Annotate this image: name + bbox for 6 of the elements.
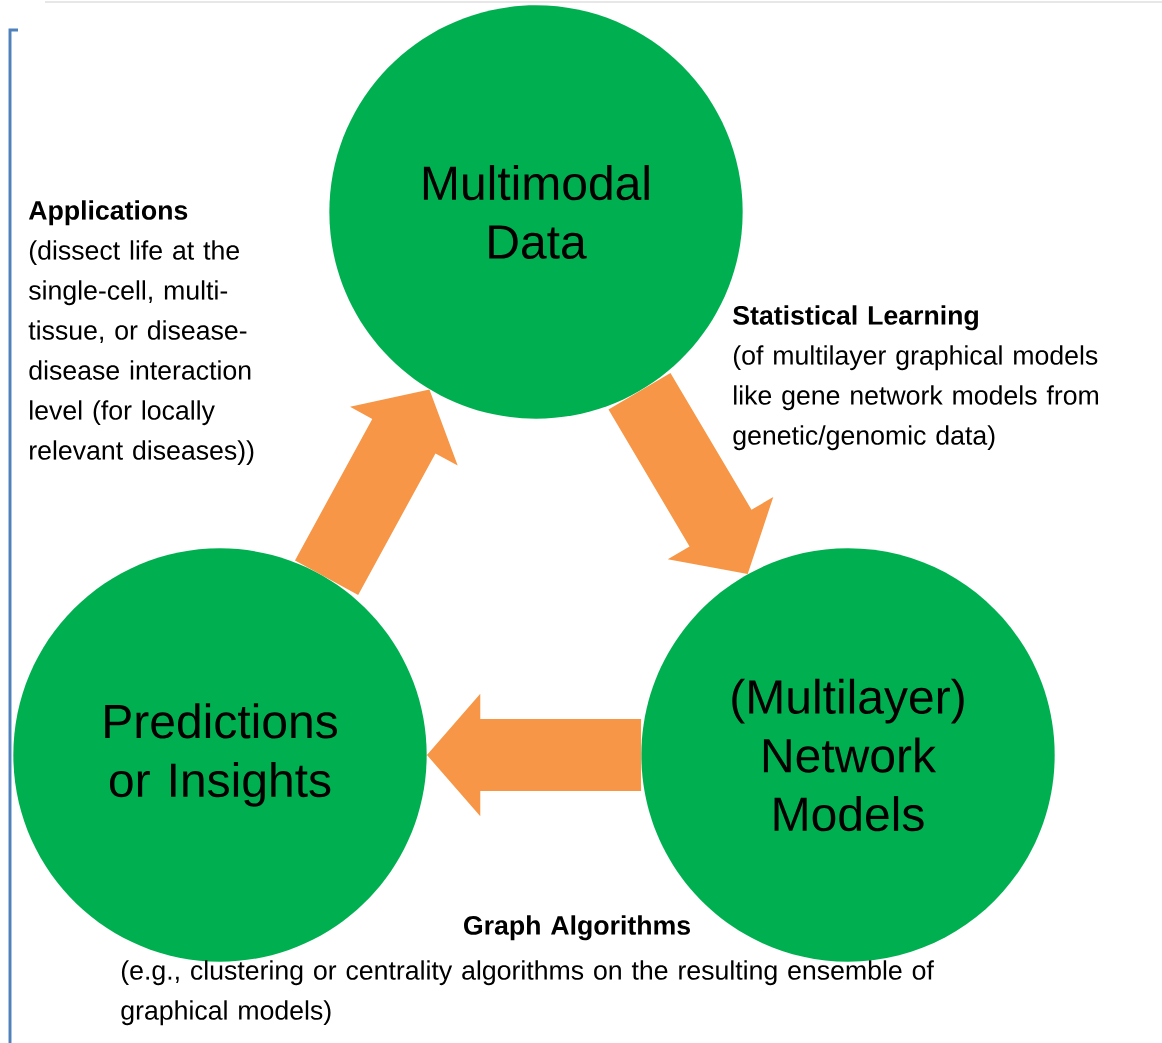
step-description: (dissect life at the single-cell, multi-tissue, or disease-disease interaction level (for locally relevant diseases)) [28,240,254,466]
block-arrow [608,372,774,574]
block-arrow [295,389,458,595]
block-arrow [426,693,642,817]
step-heading: Applications [28,200,188,226]
step-description: (e.g., clustering or centrality algorithms on the resulting ensemble of graphical models) [121,960,934,1026]
